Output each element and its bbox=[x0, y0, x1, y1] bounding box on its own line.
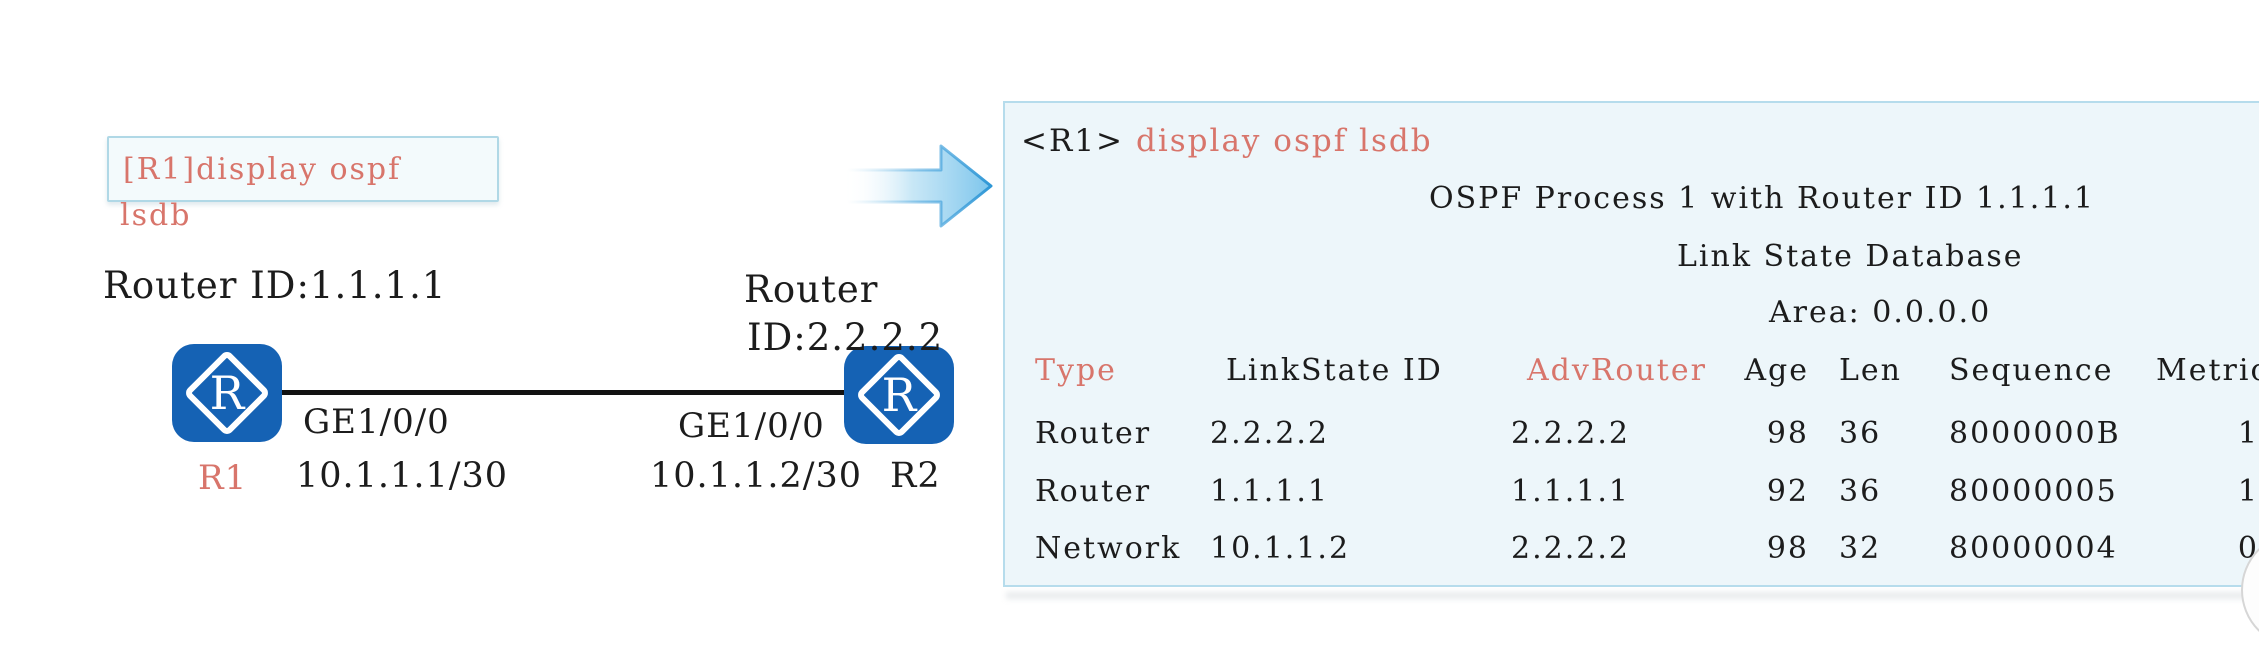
cell-linkstate-id: 2.2.2.2 bbox=[1210, 416, 1329, 451]
terminal-output-panel: <R1> display ospf lsdb OSPF Process 1 wit… bbox=[1003, 101, 2259, 587]
cell-sequence: 80000005 bbox=[1949, 474, 2118, 509]
cell-len: 36 bbox=[1839, 416, 1882, 451]
header-len: Len bbox=[1839, 353, 1902, 388]
router2-interface-label: GE1/0/0 bbox=[678, 406, 825, 446]
router2-name-label: R2 bbox=[890, 456, 941, 496]
router-icon-letter: R bbox=[881, 368, 917, 422]
panel-shadow bbox=[1006, 592, 2259, 599]
cell-len: 32 bbox=[1839, 531, 1882, 566]
header-linkstate-id: LinkState ID bbox=[1226, 353, 1443, 388]
cell-sequence: 8000000B bbox=[1949, 416, 2121, 451]
router1-ip-label: 10.1.1.1/30 bbox=[296, 456, 509, 496]
area-heading: Area: 0.0.0.0 bbox=[1769, 295, 1992, 330]
router1-interface-label: GE1/0/0 bbox=[303, 402, 450, 442]
command-box-text: [R1]display ospf bbox=[123, 151, 402, 187]
header-metric: Metric bbox=[2156, 353, 2259, 388]
header-advrouter: AdvRouter bbox=[1527, 353, 1707, 388]
terminal-prompt-line: <R1> display ospf lsdb bbox=[1021, 123, 1433, 159]
command-box: [R1]display ospf bbox=[107, 136, 499, 202]
cell-len: 36 bbox=[1839, 474, 1882, 509]
cell-sequence: 80000004 bbox=[1949, 531, 2118, 566]
router2-id-label-line2: ID:2.2.2.2 bbox=[747, 316, 944, 359]
cell-advrouter: 2.2.2.2 bbox=[1511, 531, 1630, 566]
cell-linkstate-id: 1.1.1.1 bbox=[1210, 474, 1329, 509]
router2-ip-label: 10.1.1.2/30 R2 bbox=[650, 456, 941, 496]
router2-icon: R bbox=[844, 346, 954, 444]
cell-type: Router bbox=[1035, 416, 1152, 451]
router2-id-label-line1: Router bbox=[744, 268, 879, 311]
table-row: Router 1.1.1.1 1.1.1.1 92 36 80000005 1 bbox=[1005, 474, 2259, 516]
header-type: Type bbox=[1035, 353, 1117, 388]
cell-metric: 1 bbox=[2237, 474, 2259, 509]
cell-type: Network bbox=[1035, 531, 1182, 566]
terminal-command: display ospf lsdb bbox=[1136, 123, 1433, 159]
router1-icon: R bbox=[172, 344, 282, 442]
cell-age: 92 bbox=[1766, 474, 1809, 509]
ospf-process-heading: OSPF Process 1 with Router ID 1.1.1.1 bbox=[1429, 181, 2096, 216]
header-sequence: Sequence bbox=[1949, 353, 2114, 388]
cell-metric: 0 bbox=[2237, 531, 2259, 566]
router-icon-letter: R bbox=[209, 366, 245, 420]
router1-id-label: Router ID:1.1.1.1 bbox=[103, 264, 447, 307]
lsdb-heading: Link State Database bbox=[1677, 239, 2024, 274]
cell-type: Router bbox=[1035, 474, 1152, 509]
cell-advrouter: 2.2.2.2 bbox=[1511, 416, 1630, 451]
cell-age: 98 bbox=[1766, 531, 1809, 566]
table-row: Network 10.1.1.2 2.2.2.2 98 32 80000004 … bbox=[1005, 531, 2259, 573]
table-row: Router 2.2.2.2 2.2.2.2 98 36 8000000B 1 bbox=[1005, 416, 2259, 458]
flow-arrow-icon bbox=[845, 144, 993, 228]
link-line bbox=[278, 390, 848, 395]
cell-age: 98 bbox=[1766, 416, 1809, 451]
command-box-overflow-text: lsdb bbox=[120, 198, 192, 233]
cell-advrouter: 1.1.1.1 bbox=[1511, 474, 1630, 509]
terminal-prompt: <R1> bbox=[1021, 123, 1125, 159]
lsdb-table-header-row: Type LinkState ID AdvRouter Age Len Sequ… bbox=[1005, 353, 2259, 395]
cell-metric: 1 bbox=[2237, 416, 2259, 451]
router1-name-label: R1 bbox=[198, 458, 248, 498]
cell-linkstate-id: 10.1.1.2 bbox=[1210, 531, 1351, 566]
header-age: Age bbox=[1744, 353, 1809, 388]
router2-ip-value: 10.1.1.2/30 bbox=[650, 456, 863, 496]
